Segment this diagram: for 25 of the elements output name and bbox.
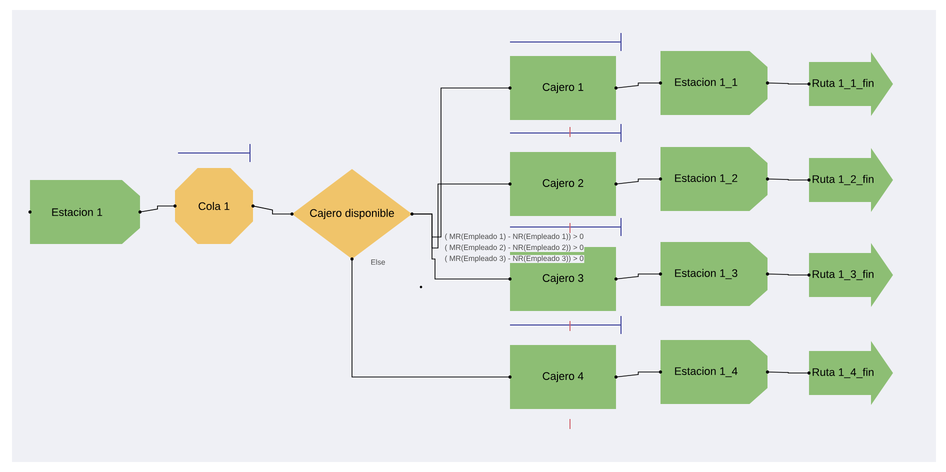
- connector: [767, 82, 810, 84]
- station-block: Estacion 1_4: [658, 340, 770, 404]
- queue-octagon: Cola 1: [173, 168, 255, 244]
- connector: [352, 258, 510, 378]
- connector: [616, 372, 661, 378]
- connector: [616, 178, 661, 184]
- exit-block: Ruta 1_1_fin: [807, 52, 893, 116]
- connector: [252, 206, 292, 214]
- connector: [767, 372, 810, 374]
- exit-block: Ruta 1_2_fin: [807, 148, 893, 212]
- connector: [767, 274, 810, 276]
- connector: [140, 206, 176, 212]
- station-block: Estacion 1_3: [658, 242, 770, 306]
- exit-block: Ruta 1_3_fin: [807, 243, 893, 307]
- station-block: Estacion 1_1: [658, 51, 770, 115]
- connector: [767, 178, 810, 180]
- connector: [412, 214, 510, 280]
- station-block: Estacion 1_2: [658, 147, 770, 211]
- connector: [616, 274, 661, 280]
- server-box: Cajero 1: [508, 56, 618, 120]
- connector: [616, 82, 661, 88]
- station-block: Estacion 1: [28, 180, 142, 244]
- exit-block: Ruta 1_4_fin: [807, 341, 893, 405]
- server-box: Cajero 2: [508, 152, 618, 216]
- server-box: Cajero 4: [508, 345, 618, 409]
